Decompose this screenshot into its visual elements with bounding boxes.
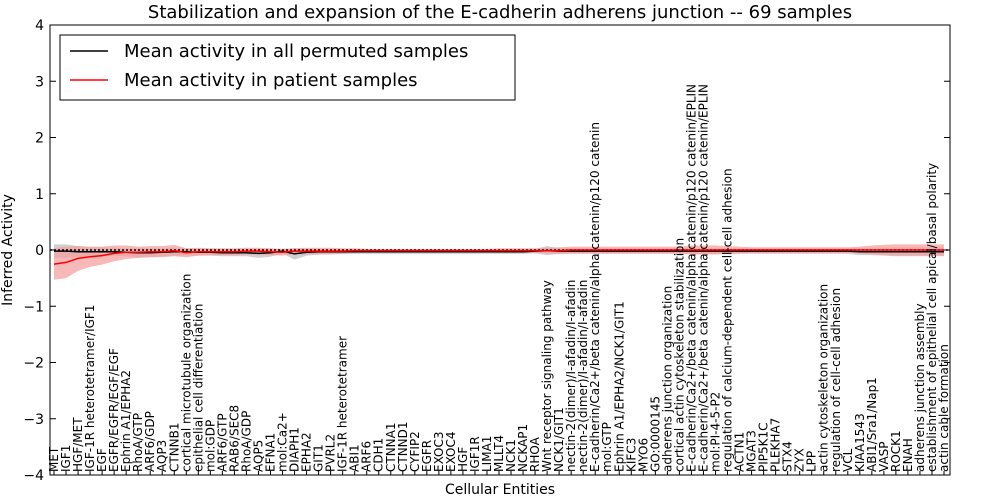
x-axis-label: Cellular Entities — [445, 482, 555, 498]
x-tick-label: HGF/MET — [71, 417, 85, 472]
y-axis: −4 −3 −2 −1 0 1 2 3 4 — [23, 18, 950, 484]
x-tick-label: CYFIP2 — [408, 431, 422, 472]
x-tick-label: EFNA1 — [264, 433, 278, 472]
x-tick-label: ACTN1 — [733, 432, 747, 472]
x-tick-label: HGF — [456, 447, 470, 472]
x-tick-label: cortical microtubule organization — [179, 274, 193, 472]
y-tick-label: 2 — [35, 131, 44, 147]
x-tick-label: establishment of epithelial cell apical/… — [925, 163, 939, 472]
x-tick-label: MYO6 — [636, 438, 650, 472]
x-tick-label: NCKAP1 — [516, 424, 530, 472]
x-tick-label: IGF1R — [468, 436, 482, 472]
x-tick-label: ARF6/GDP — [143, 411, 157, 472]
series-line-patient — [53, 249, 944, 265]
x-tick-label: GO:0000145 — [648, 396, 662, 472]
x-tick-label: E-cadherin/Ca2+/beta catenin/alpha caten… — [588, 122, 602, 472]
x-tick-label: mol:PI-4-5-P2 — [709, 392, 723, 472]
x-tick-label: epithelial cell differentiation — [191, 304, 205, 472]
x-tick-label: regulation of cell-cell adhesion — [829, 288, 843, 472]
legend: Mean activity in all permuted samples Me… — [59, 34, 516, 101]
y-tick-label: 1 — [35, 187, 44, 203]
x-tick-label: RAB6/SEC8 — [227, 405, 241, 472]
x-tick-label: nectin-2(dimer)/I-afadin/I-afadin — [576, 280, 590, 472]
x-tick-label: adherens junction assembly — [913, 303, 927, 472]
x-tick-label: LIMA1 — [480, 436, 494, 472]
x-tick-label: AQP3 — [155, 440, 169, 472]
y-tick-label: −1 — [23, 299, 44, 315]
x-tick-label: EGF — [95, 448, 109, 472]
y-tick-label: −4 — [23, 468, 44, 484]
x-tick-label: ARF6/GTP — [215, 413, 229, 472]
series-lines — [53, 249, 944, 265]
x-tick-label: MET — [47, 446, 61, 472]
plot-area — [50, 244, 950, 280]
y-tick-label: 0 — [35, 243, 44, 259]
legend-label-patient: Mean activity in patient samples — [124, 70, 418, 91]
x-tick-label: GIT1 — [312, 444, 326, 472]
x-tick-label: Ephrin A1/EPHA2/NCK1/GIT1 — [612, 301, 626, 472]
x-tick-label: IGF1 — [59, 445, 73, 472]
x-tick-label: VCL — [841, 448, 855, 472]
x-tick-label: actin cytoskeleton organization — [817, 284, 831, 472]
legend-label-permuted: Mean activity in all permuted samples — [124, 41, 468, 62]
x-tick-label: KIFC3 — [624, 438, 638, 472]
x-tick-label: NCK1 — [504, 439, 518, 472]
chart-title: Stabilization and expansion of the E-cad… — [148, 2, 852, 23]
x-tick-label: Wnt receptor signaling pathway — [540, 280, 554, 472]
x-tick-label: MGAT3 — [745, 430, 759, 472]
y-tick-label: 4 — [35, 18, 44, 34]
y-tick-label: −3 — [23, 412, 44, 428]
x-tick-label: CDH1 — [372, 438, 386, 472]
x-tick-label: IGF-1R heterotetramer/IGF1 — [83, 305, 97, 472]
y-tick-label: 3 — [35, 74, 44, 90]
x-tick-label: NCK1/GIT1 — [552, 407, 566, 472]
x-tick-label: ENAH — [901, 438, 915, 472]
x-tick-label: IGF-1R heterotetramer — [336, 336, 350, 472]
x-tick-label: adherens junction organization — [660, 286, 674, 472]
x-tick-label: MLLT4 — [492, 435, 506, 472]
x-tick-label: VASP — [877, 441, 891, 472]
x-tick-label: mol:GDP — [203, 420, 217, 472]
x-tick-label: ROCK1 — [889, 430, 903, 472]
x-tick-label: Ephrin A1/EPHA2 — [119, 370, 133, 472]
x-tick-label: ABI1/Sra1/Nap1 — [865, 377, 879, 472]
x-tick-label: cortical actin cytoskeleton stabilizatio… — [672, 238, 686, 472]
x-tick-label: CTNNA1 — [384, 422, 398, 472]
x-tick-label: DIAPH1 — [288, 427, 302, 472]
x-tick-label: RhoA/GDP — [239, 411, 253, 472]
x-tick-label: E-cadherin/Ca2+/beta catenin/alpha caten… — [697, 84, 711, 472]
x-tick-label: RHOA — [528, 436, 542, 472]
x-tick-label: EPHA2 — [300, 432, 314, 472]
y-tick-label: −2 — [23, 356, 44, 372]
x-tick-label: AQP5 — [252, 440, 266, 472]
x-tick-label: actin cable formation — [937, 344, 951, 472]
x-tick-label: STX4 — [781, 441, 795, 472]
x-tick-label: EXOC3 — [432, 432, 446, 473]
x-tick-label: ABI1 — [348, 444, 362, 472]
x-tick-label: PIP5K1C — [757, 422, 771, 472]
x-tick-label: mol:Ca2+ — [276, 412, 290, 472]
x-tick-label: CTNND1 — [396, 421, 410, 472]
x-tick-label: EGFR/EGFR/EGF/EGF — [107, 348, 121, 472]
y-axis-label: Inferred Activity — [0, 194, 16, 306]
x-tick-label: EXOC4 — [444, 432, 458, 473]
confidence-band-patient — [54, 244, 944, 280]
x-tick-label: KIAA1543 — [853, 413, 867, 472]
x-tick-label: LPP — [805, 451, 819, 472]
x-tick-label: PVRL2 — [324, 434, 338, 472]
x-tick-label: nectin-2(dimer)/I-afadin/I-afadin — [564, 280, 578, 472]
x-tick-label: PLEKHA7 — [769, 418, 783, 472]
x-tick-label: ARF6 — [360, 441, 374, 472]
x-tick-label: regulation of calcium-dependent cell-cel… — [721, 168, 735, 472]
x-tick-label: RhoA/GTP — [131, 413, 145, 472]
x-tick-label: mol:GTP — [600, 422, 614, 472]
x-tick-label: EGFR — [420, 440, 434, 472]
x-tick-label: CTNNB1 — [167, 422, 181, 472]
x-tick-label: E-cadherin/Ca2+/beta catenin/alpha caten… — [684, 84, 698, 472]
x-tick-label: ZYX — [793, 448, 807, 472]
legend-box — [59, 34, 516, 101]
